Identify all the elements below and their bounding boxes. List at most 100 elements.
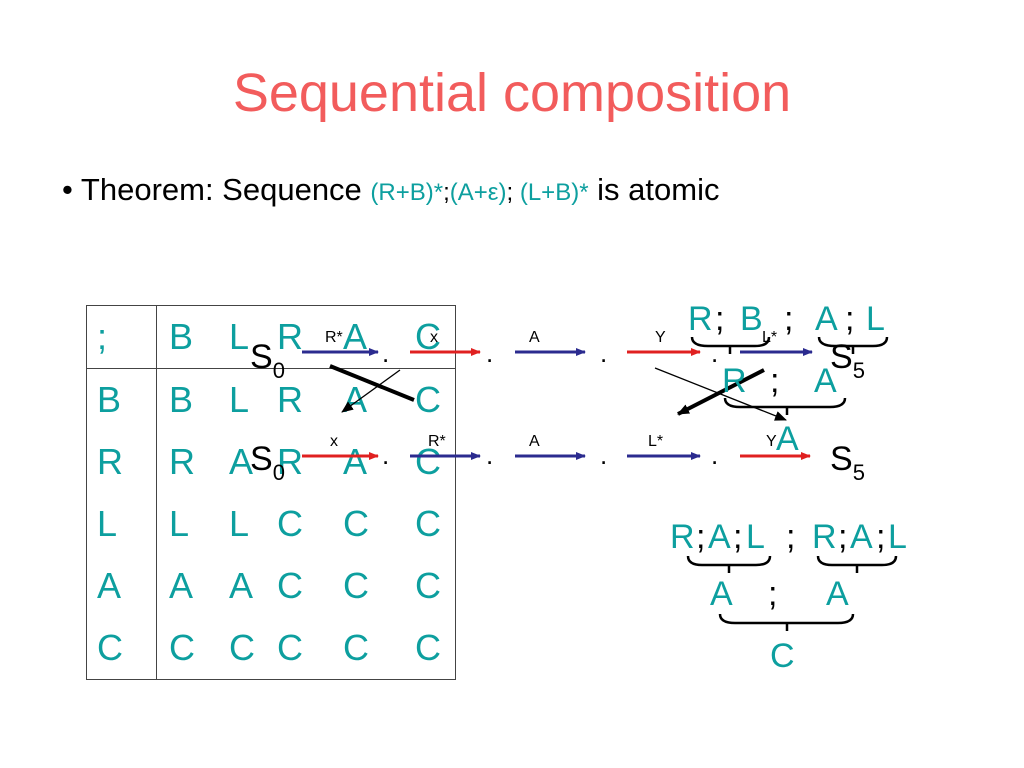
deriv-bottom-token: ; [876,518,885,556]
bottom-dot-2: . [486,440,493,470]
table-row: A A A C C C [86,555,456,617]
table-cell: A [169,565,194,606]
bottom-label-3: A [529,433,540,450]
top-sequence: S0 R* . x . A . Y . L* S5 [250,329,865,383]
swap-stroke-thick-left [329,364,415,402]
brace-bottom-3 [718,613,855,625]
table-cell: A [343,441,368,482]
table-cell: ; [86,305,157,369]
table-cell: L [229,503,250,544]
expr-lb-star: (L+B)* [519,179,589,206]
table-row: B B L R A C [86,368,456,431]
deriv-top-token: R [722,362,747,400]
table-row: R R A R A C [86,431,456,493]
table-cell: L [229,379,250,420]
slide-title: Sequential composition [232,63,792,123]
deriv-bottom-token: A [710,575,733,613]
table-cell: L [86,493,157,555]
table-cell: L [227,305,277,369]
deriv-top-token: R [688,300,713,338]
deriv-top-token: ; [715,300,724,338]
table-cell: C [415,503,441,544]
table-cell: R [277,379,303,420]
table-cell: A [343,379,368,420]
table-cell: C [415,627,441,668]
bottom-dot-1: . [382,440,389,470]
expr-sep-2: ; [506,179,520,206]
top-dot-4: . [711,338,718,368]
deriv-top-result: A [776,420,799,458]
top-end-state: S5 [830,338,865,383]
deriv-top-token: ; [784,300,793,338]
deriv-bottom-token: A [708,518,731,556]
table-cell: C [343,503,369,544]
derivation-bottom: R ; A ; L ; R ; A ; L A ; A C [670,518,907,675]
deriv-top-token: ; [845,300,854,338]
table-cell: C [415,441,441,482]
table-cell: C [343,565,369,606]
table-cell: C [343,627,369,668]
derivation-top: R ; B ; A ; L R ; A A [688,300,889,458]
deriv-top-token: ; [770,362,779,400]
brace-top-1 [690,336,771,348]
composition-table: ; B L R A C B B L R A C R R A R A C L L … [86,305,456,680]
bottom-start-state: S0 [250,440,285,485]
deriv-bottom-token: L [746,518,765,556]
expr-rb-star: (R+B)* [370,179,444,206]
bottom-sequence: S0 x . R* . A . L* . Y S5 [250,433,865,485]
bottom-end-state: S5 [830,440,865,485]
table-cell: B [86,368,157,431]
deriv-top-token: L [866,300,885,338]
deriv-bottom-token: ; [733,518,742,556]
table-cell: C [277,503,303,544]
table-cell: L [169,503,190,544]
table-cell: R [169,441,195,482]
deriv-top-token: A [814,362,837,400]
theorem-suffix: is atomic [588,172,720,207]
swap-arrow-thin-left [341,369,401,413]
top-label-4: Y [655,329,666,346]
table-cell: C [169,627,195,668]
expr-a-eps: (A+ε) [449,179,507,206]
deriv-bottom-token: L [888,518,907,556]
table-cell: R [86,431,157,493]
deriv-bottom-result: C [770,637,795,675]
top-dot-3: . [600,338,607,368]
deriv-bottom-token: A [826,575,849,613]
theorem-prefix: • Theorem: Sequence [62,172,371,207]
table-cell: C [277,565,303,606]
table-cell: A [86,555,157,617]
table-cell: C [415,379,441,420]
deriv-bottom-token: ; [786,518,795,556]
top-dot-2: . [486,338,493,368]
table-cell: C [277,627,303,668]
brace-bottom-1 [686,555,772,567]
table-cell: A [229,565,254,606]
bottom-label-2: R* [428,433,446,450]
table-cell: B [156,305,227,369]
table-cell: C [415,565,441,606]
table-cell: R [277,441,303,482]
table-cell: C [86,617,157,680]
table-cell: B [169,379,194,420]
deriv-bottom-token: ; [768,575,777,613]
bottom-dot-3: . [600,440,607,470]
expr-sep-1: ; [443,179,450,206]
table-row: C C C C C C [86,617,456,680]
table-cell: C [415,305,456,369]
table-cell: A [343,305,415,369]
deriv-top-token: B [740,300,763,338]
deriv-bottom-token: ; [838,518,847,556]
swap-arrow-thick-right [677,368,765,416]
top-start-state: S0 [250,338,285,383]
table-cell: C [229,627,255,668]
top-dot-1: . [382,338,389,368]
deriv-bottom-token: ; [696,518,705,556]
bottom-label-5: Y [766,433,777,450]
deriv-bottom-token: R [670,518,695,556]
top-label-2: x [430,329,438,346]
table-header-row: ; B L R A C [86,305,456,369]
theorem-bullet: • Theorem: Sequence (R+B)*;(A+ε); (L+B)*… [62,172,719,208]
top-label-1: R* [325,329,343,346]
